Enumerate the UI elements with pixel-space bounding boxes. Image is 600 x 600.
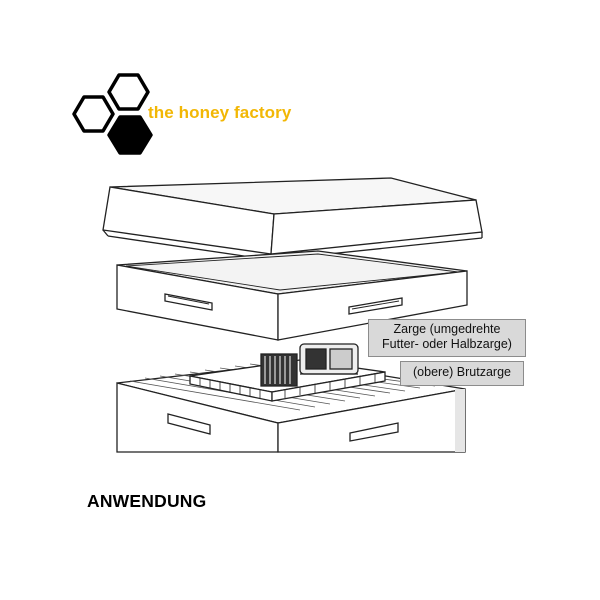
box-edge-shade: [455, 389, 465, 452]
brand-name: the honey factory: [148, 103, 292, 122]
callout-brood-label: (obere) Brutzarge: [413, 365, 511, 379]
hive-super-box: [116, 250, 468, 341]
hive-roof: [102, 177, 483, 261]
honeycomb-logo-icon: [72, 73, 153, 155]
section-heading: ANWENDUNG: [87, 491, 207, 511]
callout-super-box: Zarge (umgedrehte Futter- oder Halbzarge…: [368, 319, 526, 357]
callout-super-line1: Zarge (umgedrehte: [393, 322, 501, 336]
callout-super-line2: Futter- oder Halbzarge): [382, 337, 512, 351]
callout-brood-box: (obere) Brutzarge: [400, 361, 524, 386]
hive-feeder-icon: [189, 343, 386, 402]
